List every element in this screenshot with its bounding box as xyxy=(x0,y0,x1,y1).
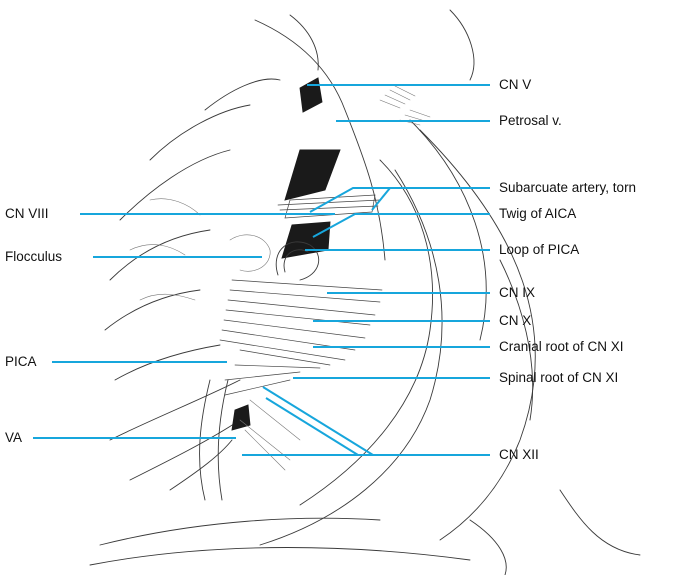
leader-twig-aica xyxy=(312,213,490,238)
label-cn-xii: CN XII xyxy=(499,447,539,462)
label-subarcuate-artery: Subarcuate artery, torn xyxy=(499,180,637,195)
label-loop-pica: Loop of PICA xyxy=(499,242,580,257)
label-flocculus: Flocculus xyxy=(5,249,63,264)
leader-cn-xii-branch-1 xyxy=(262,386,374,456)
leader-cn-xii-branch-2 xyxy=(265,397,359,456)
label-cn-x: CN X xyxy=(499,313,532,328)
leader-subarcuate-artery-branch xyxy=(371,187,391,211)
label-cranial-root-xi: Cranial root of CN XI xyxy=(499,339,624,354)
label-cn-v: CN V xyxy=(499,77,532,92)
label-spinal-root-xi: Spinal root of CN XI xyxy=(499,370,619,385)
label-va: VA xyxy=(5,430,23,445)
label-petrosal-v: Petrosal v. xyxy=(499,113,562,128)
label-twig-aica: Twig of AICA xyxy=(499,206,577,221)
label-cn-ix: CN IX xyxy=(499,285,536,300)
label-pica: PICA xyxy=(5,354,37,369)
label-cn-viii: CN VIII xyxy=(5,206,49,221)
leader-subarcuate-artery xyxy=(309,187,490,213)
